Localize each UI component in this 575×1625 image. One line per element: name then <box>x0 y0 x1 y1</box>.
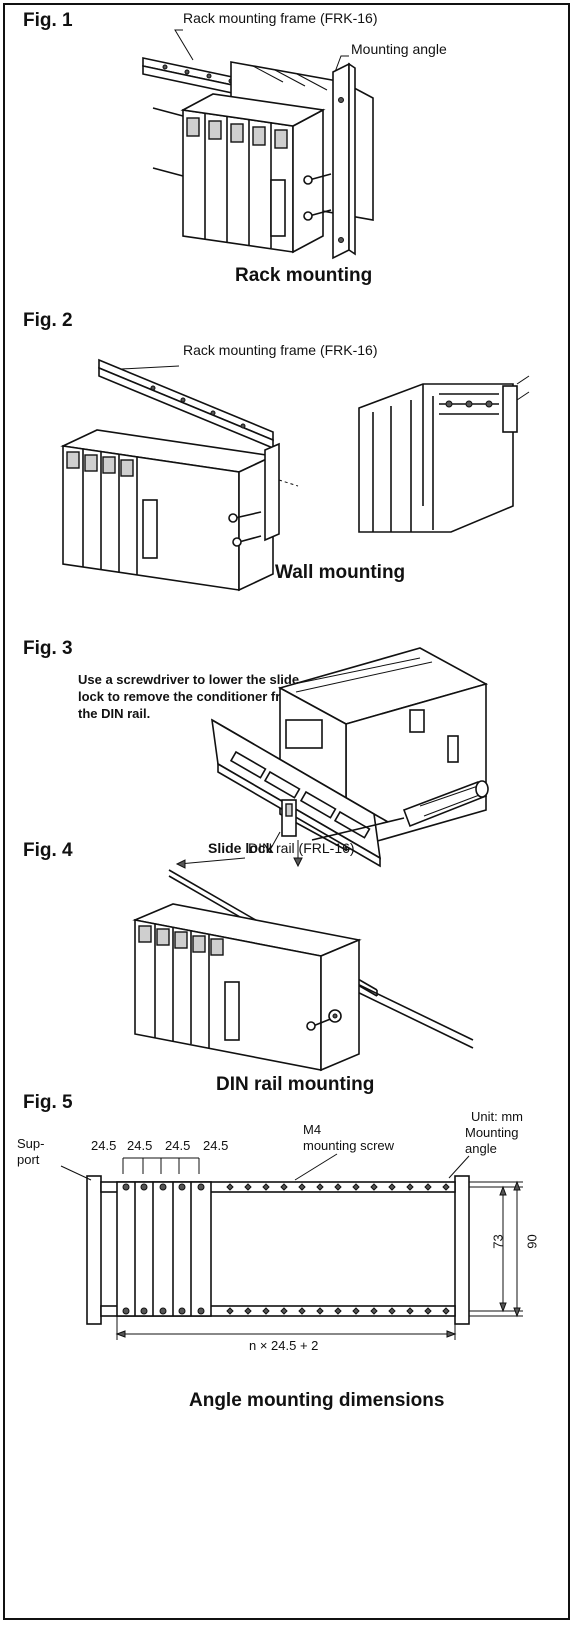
fig3-instruction-line3: the DIN rail. <box>78 706 151 721</box>
fig5-support-line1: Sup- <box>17 1136 45 1151</box>
fig4-caption: DIN rail mounting <box>216 1074 375 1095</box>
fig5-support-line2: port <box>17 1152 40 1167</box>
fig5-screw-line2: mounting screw <box>303 1138 395 1153</box>
fig3-instruction-line2: lock to remove the conditioner from <box>78 689 300 704</box>
fig3-instruction-line1: Use a screwdriver to lower the slide <box>78 672 300 687</box>
fig1-panel: Fig. 1 Rack mounting frame (FRK-16) Moun… <box>3 0 570 300</box>
fig5-dim-73: 73 <box>490 1234 506 1249</box>
fig5-length-formula: n × 24.5 + 2 <box>249 1338 319 1353</box>
fig5-caption: Angle mounting dimensions <box>189 1390 445 1411</box>
fig5-pitch-2: 24.5 <box>127 1138 153 1153</box>
fig5-support-label: Sup- port <box>17 1136 44 1168</box>
fig5-dim-90: 90 <box>524 1234 540 1249</box>
fig4-din-rail-illustration <box>132 857 474 1072</box>
fig1-label: Fig. 1 <box>23 10 73 31</box>
page-border <box>3 3 570 1620</box>
fig2-wall-illustration <box>60 358 530 592</box>
fig1-caption: Rack mounting <box>235 265 373 286</box>
fig1-angle-callout: Mounting angle <box>351 41 447 57</box>
fig5-panel: Fig. 5 Unit: mm Sup- port 24.5 24.5 24.5… <box>3 1090 570 1620</box>
fig4-rail-callout: DIN rail (FRL-16) <box>248 840 355 856</box>
fig1-frame-callout: Rack mounting frame (FRK-16) <box>183 10 378 26</box>
fig3-din-illustration <box>210 647 489 868</box>
fig5-angle-label: Mounting angle <box>465 1125 518 1157</box>
fig5-pitch-1: 24.5 <box>91 1138 117 1153</box>
fig2-panel: Fig. 2 Rack mounting frame (FRK-16) <box>3 300 570 600</box>
fig5-screw-label: M4 mounting screw <box>303 1122 394 1154</box>
fig2-label: Fig. 2 <box>23 310 73 331</box>
fig5-angle-line2: angle <box>465 1141 497 1156</box>
fig3-label: Fig. 3 <box>23 638 73 659</box>
fig2-caption: Wall mounting <box>275 562 406 583</box>
fig5-pitch-4: 24.5 <box>203 1138 229 1153</box>
fig1-rack-illustration <box>142 29 374 260</box>
fig4-label: Fig. 4 <box>23 840 73 861</box>
fig4-panel: Fig. 4 DIN rail (FRL-16) DIN rail mounti… <box>3 830 570 1095</box>
fig5-pitch-3: 24.5 <box>165 1138 191 1153</box>
fig2-frame-callout: Rack mounting frame (FRK-16) <box>183 342 378 358</box>
fig5-angle-line1: Mounting <box>465 1125 519 1140</box>
fig3-panel: Fig. 3 Use a screwdriver to lower the sl… <box>3 600 570 856</box>
fig5-dimension-drawing <box>60 1153 523 1340</box>
fig5-label: Fig. 5 <box>23 1092 73 1113</box>
fig5-screw-line1: M4 <box>303 1122 322 1137</box>
fig5-unit-label: Unit: mm <box>471 1109 523 1124</box>
fig3-slide-lock-callout: Slide lock <box>208 840 274 856</box>
